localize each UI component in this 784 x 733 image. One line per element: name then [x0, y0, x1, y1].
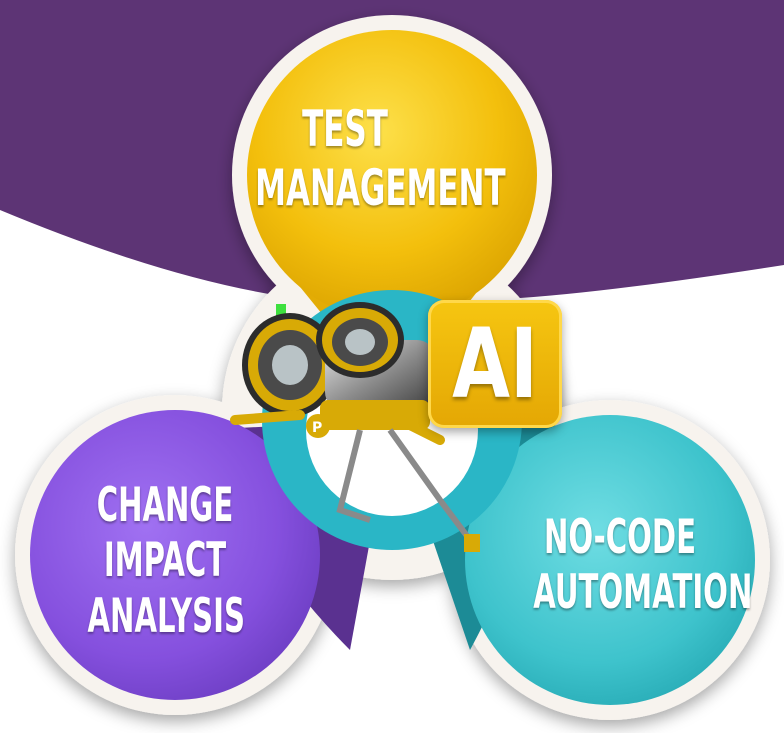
- test-management-label: TEST MANAGEMENT: [255, 100, 506, 218]
- label-line: MANAGEMENT: [255, 159, 506, 217]
- label-line: AUTOMATION: [533, 565, 753, 621]
- test-management-lobe: [247, 30, 537, 320]
- label-line: ANALYSIS: [87, 588, 245, 644]
- label-line: TEST: [302, 100, 388, 158]
- no-code-lobe: [465, 415, 755, 705]
- label-line: IMPACT: [103, 533, 227, 589]
- label-line: CHANGE: [96, 478, 234, 533]
- svg-text:P: P: [312, 420, 322, 436]
- change-impact-lobe: [30, 410, 320, 700]
- binocular-robot-icon: P: [230, 302, 480, 552]
- ai-badge: AI: [428, 300, 562, 428]
- change-impact-analysis-label: CHANGE IMPACT ANALYSIS: [87, 478, 245, 644]
- label-line: NO-CODE: [543, 510, 697, 565]
- ai-badge-text: AI: [452, 308, 538, 420]
- no-code-automation-label: NO-CODE AUTOMATION: [533, 510, 753, 621]
